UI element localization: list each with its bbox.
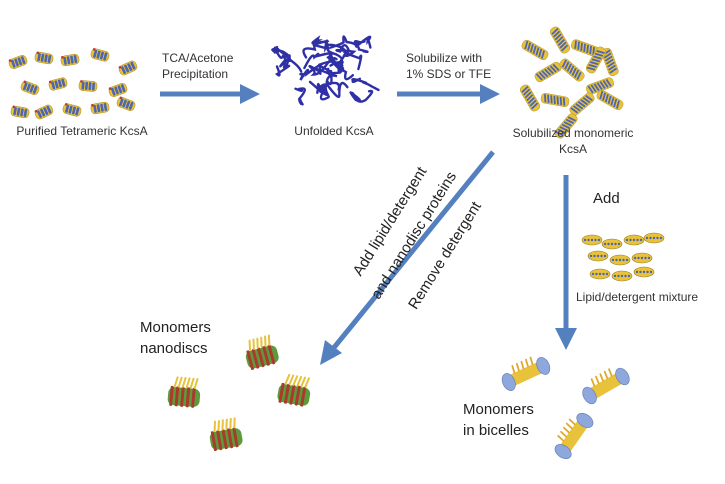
kcsa-tetramer-icon (62, 103, 82, 117)
kcsa-monomer-icon (540, 93, 570, 107)
kcsa-tetramer-icon (8, 48, 138, 120)
kcsa-monomer-icon (586, 77, 614, 95)
kcsa-monomer-icon (601, 48, 619, 76)
arrow-to-bicelles (555, 175, 577, 350)
kcsa-tetramer-icon (10, 105, 30, 119)
kcsa-tetramer-icon (116, 96, 136, 111)
kcsa-monomer-icon (519, 84, 541, 112)
label-add: Add (593, 190, 620, 207)
kcsa-tetramer-icon (118, 60, 138, 76)
kcsa-monomer-icon (534, 61, 562, 83)
label-solubilized-line1: Solubilized monomeric (512, 126, 634, 140)
nanodisc-icon (167, 376, 201, 408)
label-bicelles-line1: Monomers (463, 401, 534, 418)
bicelle-icon (582, 367, 630, 405)
lipid-micelle-icon (643, 232, 665, 244)
nanodisc-icon (167, 334, 311, 452)
arrow-precipitation (160, 84, 260, 104)
kcsa-tetramer-icon (34, 104, 54, 120)
kcsa-monomer-icon (585, 46, 607, 74)
label-solubilized-line2: KcsA (558, 142, 588, 156)
kcsa-tetramer-icon (108, 83, 128, 97)
bicelle-icon (554, 413, 594, 459)
lipid-micelle-icon (611, 270, 633, 282)
kcsa-tetramer-icon (78, 80, 98, 92)
kcsa-tetramer-icon (90, 48, 110, 62)
kcsa-tetramer-icon (48, 77, 68, 91)
label-nanodiscs-line2: nanodiscs (140, 340, 208, 357)
lipid-micelle-icon (609, 254, 631, 266)
kcsa-tetramer-icon (20, 80, 40, 95)
lipid-micelle-icon (587, 250, 609, 262)
kcsa-monomer-icon (559, 58, 585, 82)
label-lipid-detergent-mixture: Lipid/detergent mixture (576, 290, 699, 304)
label-step2-line2: 1% SDS or TFE (406, 67, 492, 81)
kcsa-monomer-icon (519, 26, 624, 139)
bicelle-icon (501, 356, 551, 391)
kcsa-tetramer-icon (34, 51, 54, 65)
lipid-micelle-icon (623, 234, 645, 246)
lipid-micelle-icon (601, 238, 623, 250)
lipid-micelle-icon (581, 232, 665, 282)
lipid-micelle-icon (631, 252, 653, 264)
kcsa-monomer-icon (521, 39, 549, 61)
nanodisc-icon (245, 334, 279, 371)
label-purified-tetrameric-kcsa: Purified Tetrameric KcsA (16, 124, 148, 138)
lipid-micelle-icon (581, 234, 603, 246)
label-nanodiscs-line1: Monomers (140, 319, 211, 336)
kcsa-monomer-icon (596, 89, 624, 111)
label-step2-line1: Solubilize with (406, 51, 483, 65)
nanodisc-icon (277, 373, 311, 407)
nanodisc-icon (209, 417, 243, 452)
lipid-micelle-icon (589, 268, 611, 280)
label-bicelles-line2: in bicelles (463, 422, 529, 439)
lipid-micelle-icon (633, 266, 655, 278)
kcsa-monomer-icon (554, 113, 578, 139)
bicelle-icon (501, 356, 630, 459)
kcsa-tetramer-icon (8, 55, 28, 69)
label-step1-line2: Precipitation (162, 67, 229, 81)
kcsa-tetramer-icon (90, 101, 110, 115)
arrow-solubilize (397, 84, 500, 104)
kcsa-monomer-icon (569, 92, 595, 116)
kcsa-tetramer-icon (60, 53, 80, 67)
label-step1-line1: TCA/Acetone (162, 51, 234, 65)
label-unfolded-kcsa: Unfolded KcsA (294, 124, 374, 138)
unfolded-protein-icon (271, 35, 380, 106)
kcsa-monomer-icon (549, 26, 571, 54)
arrow-to-nanodiscs (320, 150, 495, 365)
